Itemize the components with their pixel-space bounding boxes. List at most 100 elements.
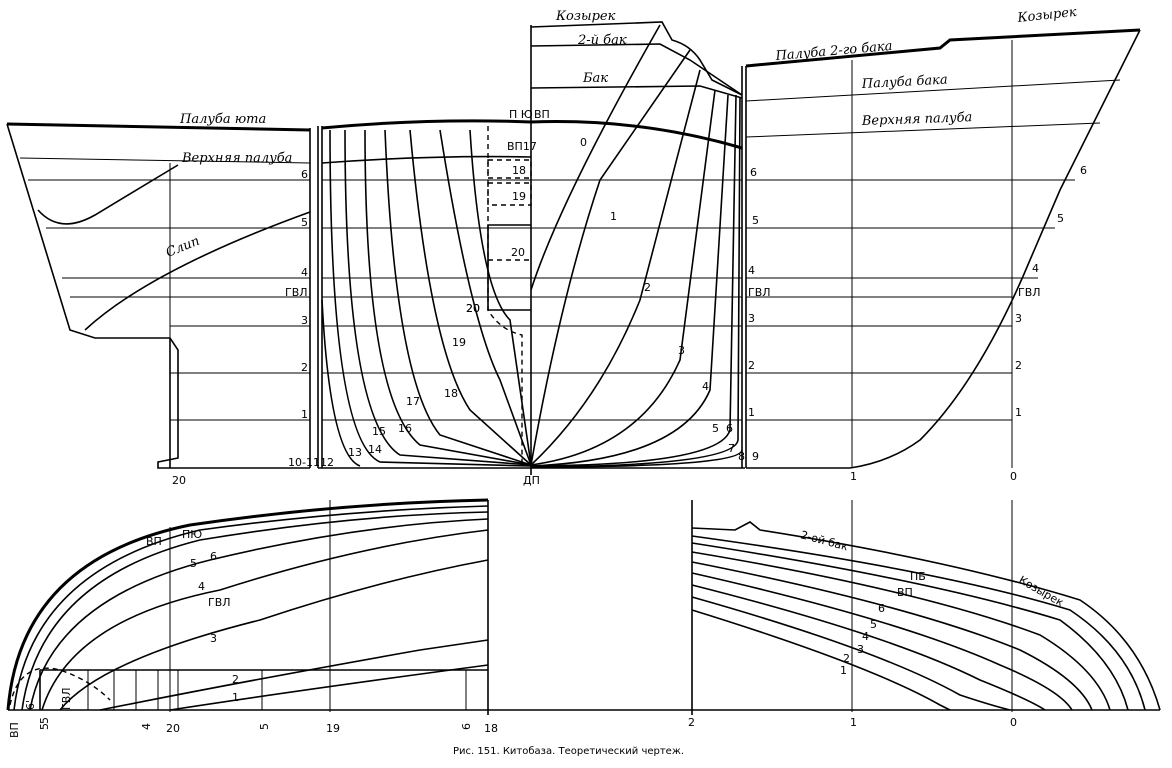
fwd-frame-label-7: 7 — [728, 442, 735, 455]
plan-aft-station-7: 19 — [326, 722, 340, 735]
plan-fwd-label-6: 3 — [857, 643, 864, 656]
plan-fwd-label-8: 1 — [840, 664, 847, 677]
body-marker-1: ВП — [534, 108, 550, 121]
plan-aft-label-5: ГВЛ — [208, 596, 231, 609]
fwd-frame-label-6: 6 — [726, 422, 733, 435]
plan-aft-label-1: ПЮ — [182, 528, 202, 541]
fwd-waterline-label-1: 5 — [752, 214, 759, 227]
visor-fwd-label: Козырек — [1016, 5, 1078, 26]
aft-waterline-label-5: 2 — [301, 361, 308, 374]
body-marker-6: 20 — [466, 302, 480, 315]
plan-aft-station-1: 5 — [38, 723, 51, 730]
plan-aft-label-3: 6 — [210, 550, 217, 563]
fwd-frame-label-1: 1 — [610, 210, 617, 223]
plan-fwd-label-2: ВП — [897, 586, 913, 599]
aft-waterline-label-4: 3 — [301, 314, 308, 327]
body-marker-4: 19 — [512, 190, 526, 203]
plan-fwd-label-0: 2-ой бак — [799, 528, 850, 553]
plan-view — [6, 498, 1161, 715]
aft-waterline-label-2: 4 — [301, 266, 308, 279]
station-20-label: 20 — [172, 474, 186, 487]
aft-frame-label-4: 16 — [398, 422, 412, 435]
plan-aft-label-7: 2 — [232, 673, 239, 686]
fwd-waterline-label-5: 2 — [748, 359, 755, 372]
fwd-frame-label-2: 2 — [644, 281, 651, 294]
body-marker-0: П Ю — [509, 108, 533, 121]
plan-fwd-station-2: 0 — [1010, 716, 1017, 729]
forward-profile — [745, 28, 1141, 469]
plan-aft-station-0: ВП — [8, 722, 21, 738]
second-forecastle-mid-label: 2-й бак — [577, 33, 627, 48]
plan-aft-label-8: 1 — [232, 691, 239, 704]
aft-frame-label-2: 18 — [444, 387, 458, 400]
fwd-frame-label-9: 9 — [752, 450, 759, 463]
aft-frame-label-0: 20 — [466, 302, 480, 315]
plan-fwd-station-0: 2 — [688, 716, 695, 729]
fwd-frame-label-5: 5 — [712, 422, 719, 435]
aft-frame-label-1: 19 — [452, 336, 466, 349]
plan-fwd-label-1: ПБ — [910, 570, 926, 583]
fwd-frame-label-4: 4 — [702, 380, 709, 393]
body-plan — [317, 21, 747, 475]
plan-aft-station-9: 18 — [484, 722, 498, 735]
bow-waterline-label-1: 5 — [1057, 212, 1064, 225]
bow-waterline-label-2: 4 — [1032, 262, 1039, 275]
plan-fwd-station-1: 1 — [850, 716, 857, 729]
aft-waterline-label-1: 5 — [301, 216, 308, 229]
aft-waterline-label-3: ГВЛ — [285, 286, 308, 299]
second-forecastle-deck-label: Палуба 2-го бака — [774, 39, 893, 64]
plan-fwd-label-5: 4 — [862, 630, 869, 643]
bow-waterline-label-4: 3 — [1015, 312, 1022, 325]
fwd-waterline-label-0: 6 — [750, 166, 757, 179]
bow-waterline-label-3: ГВЛ — [1018, 286, 1041, 299]
bow-waterline-label-5: 2 — [1015, 359, 1022, 372]
plan-aft-label-9: ГВЛ — [60, 687, 73, 710]
body-marker-5: 20 — [511, 246, 525, 259]
upper-deck-aft-label: Верхняя палуба — [181, 151, 292, 166]
aft-waterline-label-6: 1 — [301, 408, 308, 421]
fwd-waterline-label-3: ГВЛ — [748, 286, 771, 299]
body-marker-3: 18 — [512, 164, 526, 177]
forecastle-mid-label: Бак — [582, 71, 608, 86]
fwd-waterline-label-2: 4 — [748, 264, 755, 277]
visor-mid-label: Козырек — [555, 9, 616, 24]
upper-deck-fwd-label: Верхняя палуба — [861, 110, 973, 129]
fwd-frame-label-0: 0 — [580, 136, 587, 149]
fwd-waterline-label-4: 3 — [748, 312, 755, 325]
station-0-label: 0 — [1010, 470, 1017, 483]
aft-frame-label-3: 17 — [406, 395, 420, 408]
plan-aft-label-4: 4 — [198, 580, 205, 593]
plan-fwd-label-9: Козырек — [1017, 573, 1067, 609]
plan-fwd-label-3: 6 — [878, 602, 885, 615]
poop-deck-label: Палуба юта — [179, 112, 266, 127]
plan-aft-station-5: 20 — [166, 722, 180, 735]
aft-frame-label-9: 10-11 — [288, 456, 320, 469]
centerline-label: ДП — [523, 474, 540, 487]
aft-waterline-label-0: 6 — [301, 168, 308, 181]
fwd-frame-label-8: 8 — [738, 450, 745, 463]
plan-aft-label-6: 3 — [210, 632, 217, 645]
fwd-frame-label-3: 3 — [678, 344, 685, 357]
aft-profile — [6, 122, 311, 469]
aft-frame-label-5: 15 — [372, 425, 386, 438]
plan-aft-station-3: 5 — [38, 717, 51, 724]
aft-frame-label-6: 14 — [368, 443, 382, 456]
plan-aft-label-2: 5 — [190, 557, 197, 570]
aft-frame-label-8: 12 — [320, 456, 334, 469]
figure-caption: Рис. 151. Китобаза. Теоретический чертеж… — [453, 746, 684, 757]
plan-fwd-label-4: 5 — [870, 618, 877, 631]
aft-frame-label-7: 13 — [348, 446, 362, 459]
bow-waterline-label-6: 1 — [1015, 406, 1022, 419]
plan-aft-label-0: ВП — [146, 535, 162, 548]
plan-aft-station-4: 4 — [140, 723, 153, 730]
plan-aft-station-6: 5 — [258, 723, 271, 730]
plan-aft-station-8: 6 — [460, 723, 473, 730]
